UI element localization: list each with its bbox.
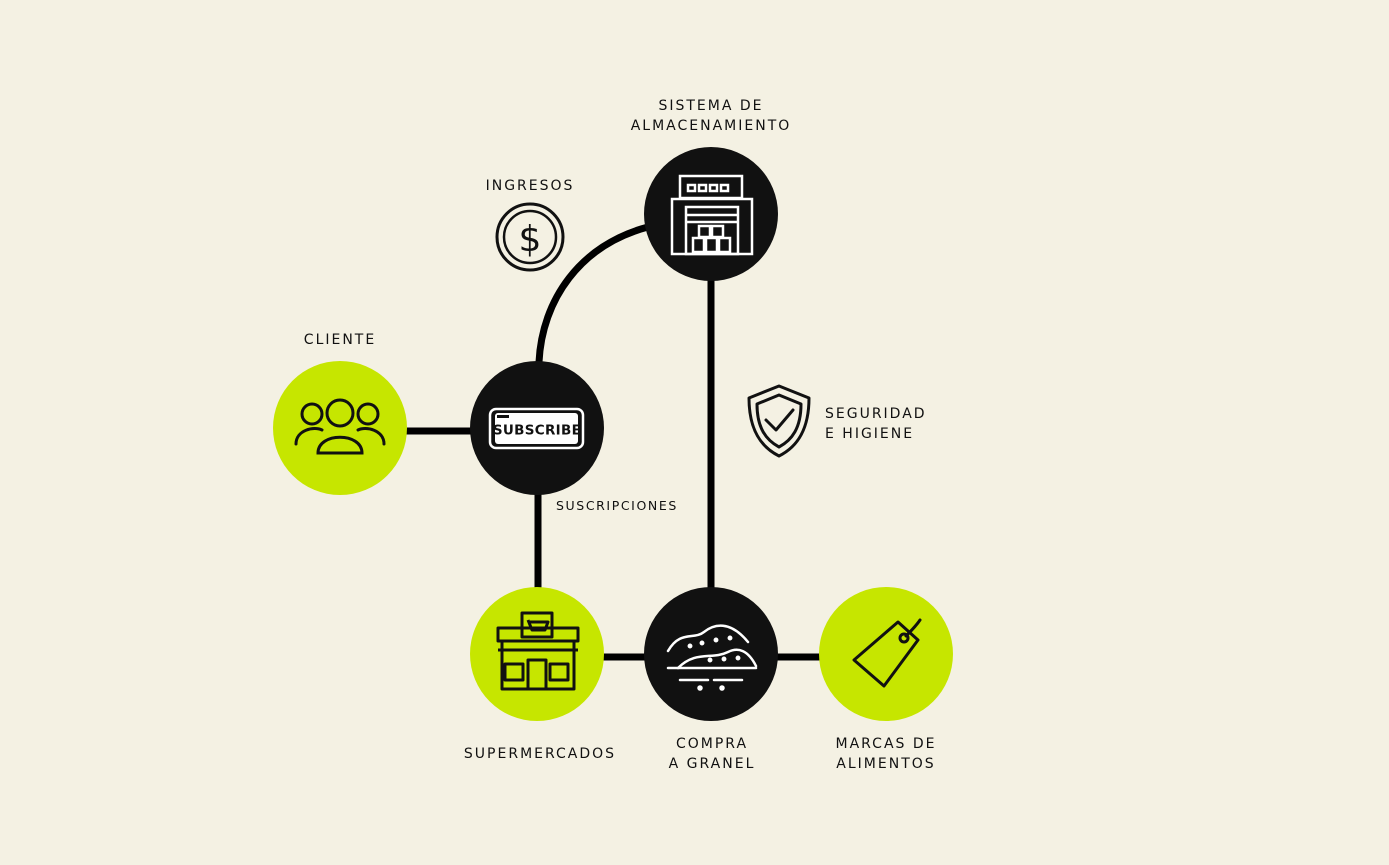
storage-label-line2: ALMACENAMIENTO	[630, 118, 792, 134]
safety-node[interactable]	[747, 384, 811, 458]
store-icon	[496, 611, 580, 691]
income-node[interactable]: $	[495, 202, 565, 272]
safety-label: SEGURIDAD E HIGIENE	[825, 404, 927, 444]
bulk-label-line1: COMPRA	[675, 736, 749, 752]
shield-check-icon	[747, 384, 811, 458]
subscriptions-label: SUSCRIPCIONES	[556, 498, 678, 513]
storage-label: SISTEMA DE ALMACENAMIENTO	[631, 96, 792, 136]
subscribe-badge-text: SUBSCRIBE	[493, 423, 581, 439]
subscribe-button-icon: SUBSCRIBE	[488, 407, 585, 450]
bulk-node[interactable]	[644, 587, 778, 721]
bulk-label: COMPRA A GRANEL	[669, 734, 756, 774]
brands-label-line2: ALIMENTOS	[836, 756, 936, 772]
storage-node[interactable]	[644, 147, 778, 281]
svg-text:$: $	[519, 219, 542, 260]
connectors	[405, 223, 822, 661]
storage-label-line1: SISTEMA DE	[658, 98, 764, 114]
safety-label-line2: E HIGIENE	[825, 426, 915, 442]
brands-label: MARCAS DE ALIMENTOS	[835, 734, 936, 774]
supermarkets-label: SUPERMERCADOS	[463, 746, 617, 762]
bulk-label-line2: A GRANEL	[668, 756, 756, 772]
supermarkets-node[interactable]	[470, 587, 604, 721]
bulk-grain-icon	[666, 624, 758, 691]
connector-subscribe-storage-arc	[535, 223, 649, 363]
people-group-icon	[294, 398, 386, 455]
safety-label-line1: SEGURIDAD	[825, 406, 927, 422]
income-label: INGRESOS	[485, 178, 575, 194]
price-tag-icon	[852, 618, 922, 688]
warehouse-icon	[670, 174, 754, 256]
brands-node[interactable]	[819, 587, 953, 721]
client-node[interactable]	[273, 361, 407, 495]
subscribe-node[interactable]: SUBSCRIBE	[470, 361, 604, 495]
dollar-coin-icon: $	[495, 202, 565, 272]
brands-label-line1: MARCAS DE	[835, 736, 937, 752]
client-label: CLIENTE	[303, 332, 377, 348]
